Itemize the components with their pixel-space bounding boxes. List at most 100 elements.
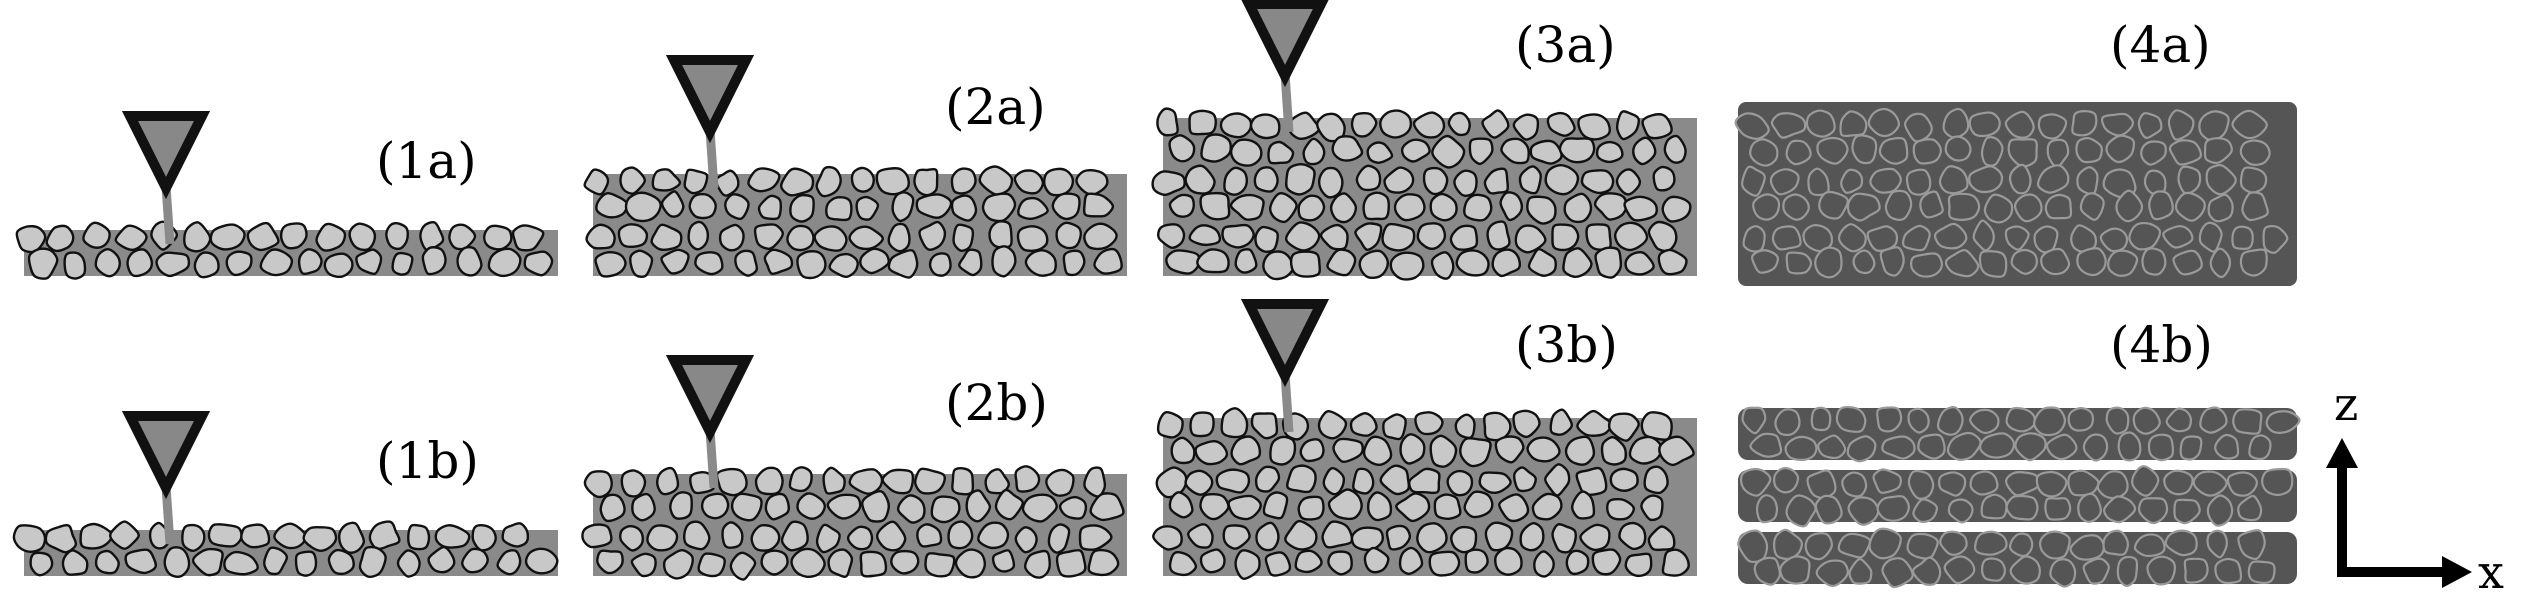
particle xyxy=(1772,528,1803,561)
particle xyxy=(913,167,939,197)
particle xyxy=(1042,167,1075,197)
particle xyxy=(1939,530,1968,556)
particle xyxy=(2096,470,2129,500)
particle xyxy=(815,165,842,198)
particle xyxy=(396,549,421,578)
particle xyxy=(1170,436,1196,465)
particle xyxy=(930,495,961,524)
particle xyxy=(1518,165,1542,195)
particle xyxy=(1846,435,1877,463)
particle xyxy=(1416,522,1448,554)
particle xyxy=(1433,493,1462,521)
particle xyxy=(848,468,884,495)
particle xyxy=(2013,193,2043,223)
particle xyxy=(1938,165,1969,195)
particle xyxy=(1186,523,1214,549)
particle xyxy=(1876,406,1903,433)
particle xyxy=(1481,109,1510,139)
particle xyxy=(1575,466,1608,496)
particle xyxy=(1319,223,1349,251)
particle xyxy=(1663,134,1687,164)
particle xyxy=(1430,251,1455,280)
particle xyxy=(660,248,690,275)
particle xyxy=(915,193,953,219)
particle xyxy=(2033,406,2066,437)
particle xyxy=(1358,249,1389,280)
particle xyxy=(1934,222,1968,250)
particle xyxy=(619,524,644,552)
particle xyxy=(1363,546,1390,574)
particle xyxy=(1168,134,1196,163)
particle xyxy=(1878,136,1909,165)
particle xyxy=(1331,135,1364,162)
particle xyxy=(302,525,338,553)
z-axis-arrowhead xyxy=(2326,438,2358,468)
particle xyxy=(496,549,522,576)
x-axis-arrowhead xyxy=(2442,556,2472,588)
particle xyxy=(754,466,784,496)
particle xyxy=(2116,555,2139,587)
particle xyxy=(1919,190,1944,219)
particle xyxy=(1647,220,1678,253)
particle xyxy=(2164,529,2198,557)
particle xyxy=(859,247,890,275)
particle xyxy=(456,245,483,277)
particle xyxy=(848,225,884,251)
particle xyxy=(2137,112,2163,140)
particle xyxy=(1093,247,1123,275)
particle xyxy=(1815,559,1850,588)
particle xyxy=(2076,166,2099,196)
particle xyxy=(1846,192,1881,222)
particle xyxy=(2102,529,2129,556)
particle xyxy=(1494,435,1525,464)
particle xyxy=(1749,138,1779,167)
particle xyxy=(1285,163,1316,196)
particle xyxy=(1978,432,2015,459)
particle xyxy=(1302,137,1326,166)
panel-label-4b: (4b) xyxy=(2110,316,2213,374)
particle xyxy=(2071,109,2098,137)
particle xyxy=(1332,437,1364,464)
particle xyxy=(209,223,246,251)
particle xyxy=(734,249,759,277)
particle xyxy=(1215,468,1251,494)
particle xyxy=(523,250,554,277)
particle xyxy=(2009,532,2034,558)
particle xyxy=(223,550,259,576)
particle xyxy=(876,520,907,552)
particle xyxy=(1362,435,1393,466)
particle xyxy=(1546,111,1576,137)
particle xyxy=(1640,494,1664,522)
particle xyxy=(1947,498,1974,524)
particle xyxy=(683,520,711,551)
particle xyxy=(1867,107,1900,138)
particle xyxy=(1194,439,1229,466)
particle xyxy=(1594,246,1623,279)
particle xyxy=(1168,491,1194,519)
particle xyxy=(656,466,680,496)
particle xyxy=(826,493,862,520)
particle xyxy=(1652,165,1676,192)
particle xyxy=(323,252,354,279)
particle xyxy=(1349,412,1378,437)
particle xyxy=(1468,137,1494,166)
particle xyxy=(1529,139,1563,165)
particle xyxy=(1188,224,1222,247)
particle xyxy=(2131,465,2160,497)
particle xyxy=(1585,223,1612,251)
particle xyxy=(1641,113,1673,140)
particle xyxy=(1837,223,1867,253)
particle xyxy=(827,548,854,578)
particle xyxy=(1382,413,1407,441)
particle xyxy=(63,251,87,280)
particle xyxy=(2167,109,2195,141)
particle xyxy=(2082,557,2110,585)
particle xyxy=(1512,409,1541,439)
particle xyxy=(1013,169,1045,195)
particle xyxy=(1156,107,1179,137)
particle xyxy=(715,467,748,497)
particle xyxy=(1450,525,1478,554)
particle xyxy=(815,523,841,554)
particle xyxy=(1429,192,1458,222)
panel-label-3b: (3b) xyxy=(1515,316,1618,374)
